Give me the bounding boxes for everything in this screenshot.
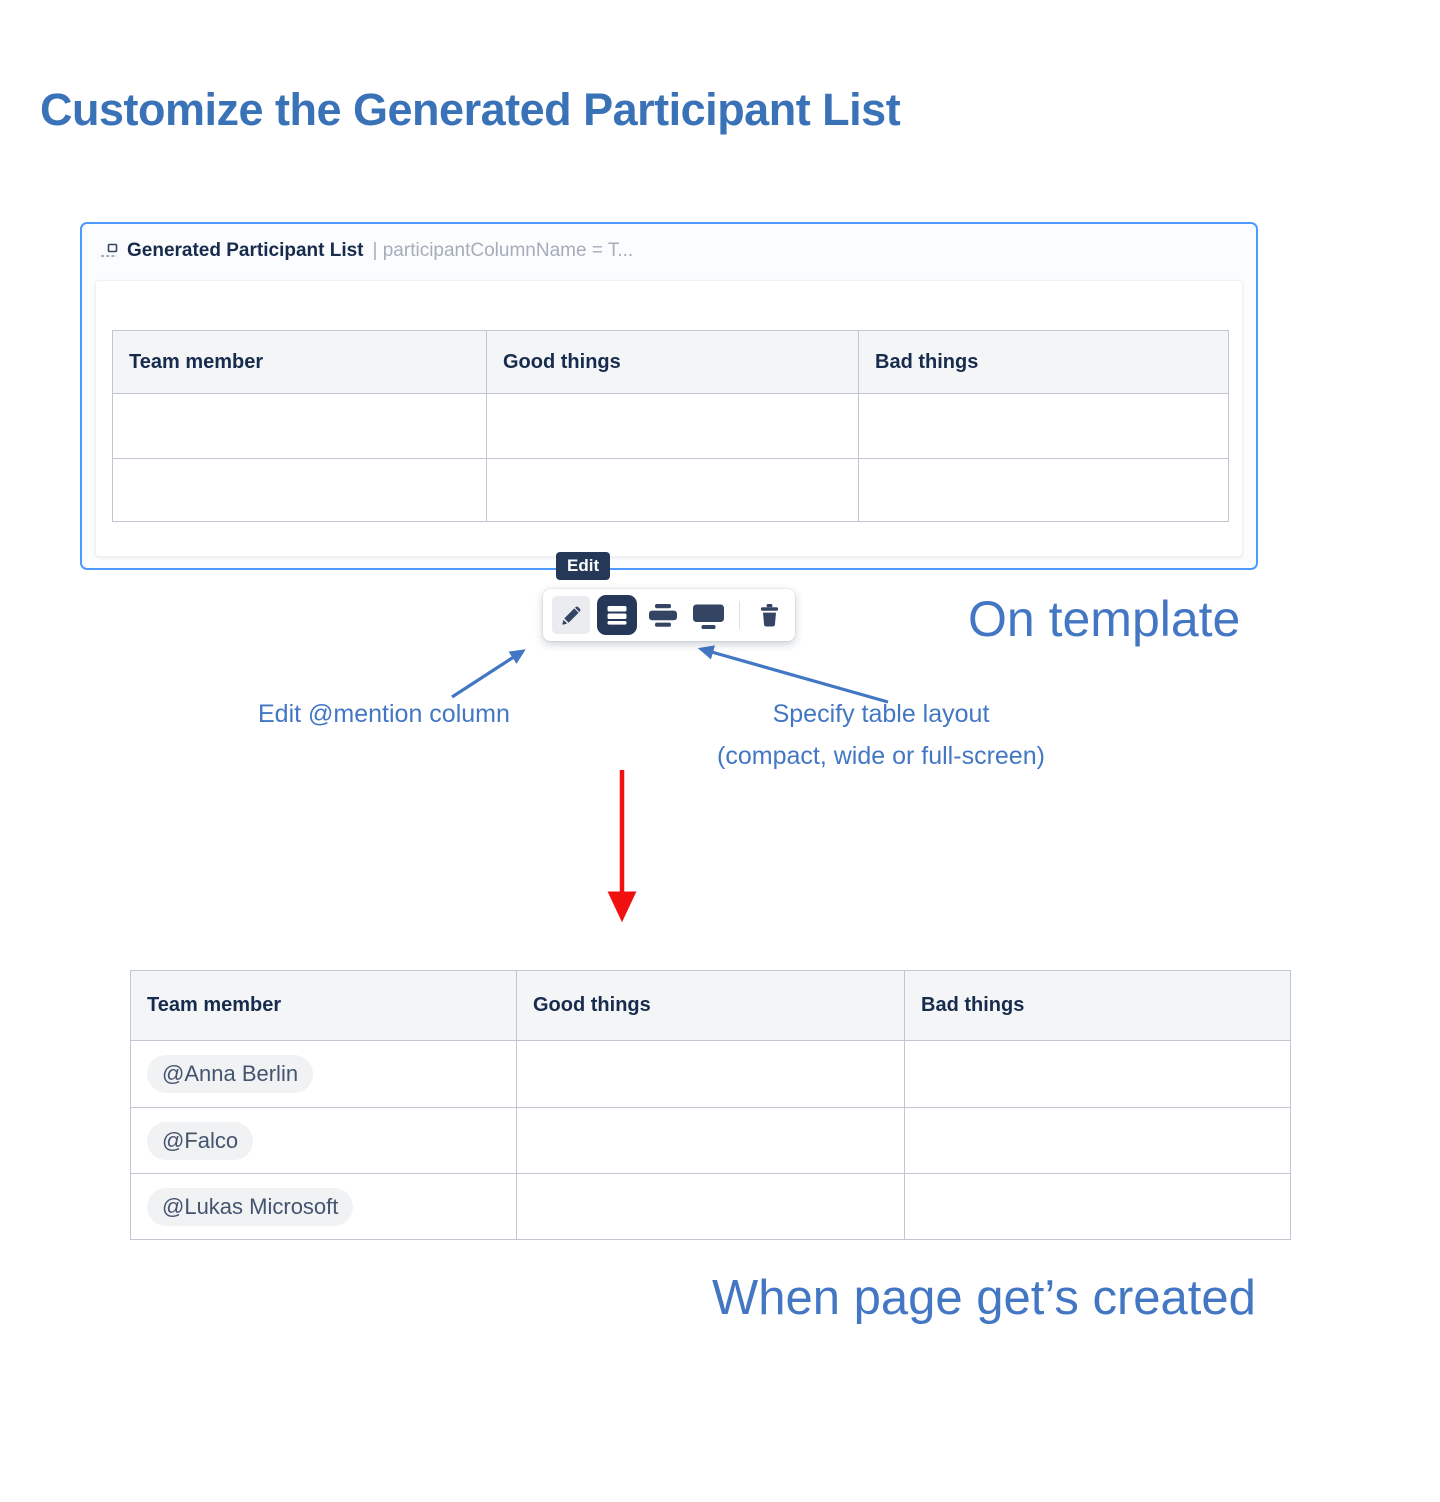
mention-pill[interactable]: @Falco [147, 1121, 254, 1160]
empty-cell [112, 458, 487, 522]
edit-mention-note: Edit @mention column [258, 700, 510, 728]
macro-body-panel: Team member Good things Bad things [95, 280, 1243, 557]
participant-list-macro[interactable]: Generated Participant List | participant… [80, 222, 1258, 570]
arrow-edit-mention [451, 649, 526, 699]
trash-icon [759, 603, 780, 627]
macro-name: Generated Participant List [127, 240, 364, 261]
empty-cell [858, 393, 1229, 459]
template-table-header-bad-things: Bad things [858, 330, 1229, 394]
generated-table-header-team-member: Team member [130, 970, 517, 1041]
empty-cell [486, 393, 859, 459]
mention-pill[interactable]: @Lukas Microsoft [147, 1187, 354, 1226]
empty-cell [858, 458, 1229, 522]
toolbar-divider [739, 601, 740, 629]
generated-table-row: @Falco [130, 1107, 1291, 1174]
edit-mention-column-button[interactable] [552, 596, 590, 634]
on-template-label: On template [968, 591, 1241, 647]
layout-compact-button[interactable] [597, 595, 637, 635]
empty-cell [904, 1173, 1291, 1240]
empty-cell [486, 458, 859, 522]
empty-cell [112, 393, 487, 459]
generated-table-row: @Lukas Microsoft [130, 1173, 1291, 1240]
wide-layout-icon [648, 602, 678, 629]
compact-layout-icon [604, 602, 630, 628]
mention-pill[interactable]: @Anna Berlin [147, 1055, 314, 1093]
empty-cell [516, 1173, 905, 1240]
specify-layout-note-line1: Specify table layout [772, 700, 990, 728]
when-page-created-label: When page get’s created [712, 1271, 1256, 1325]
template-table-header-team-member: Team member [112, 330, 487, 394]
generated-table-header-bad-things: Bad things [904, 970, 1291, 1041]
template-table-header-good-things: Good things [486, 330, 859, 394]
template-table-row [112, 393, 1229, 459]
arrow-specify-layout [697, 645, 889, 704]
generated-table-header-good-things: Good things [516, 970, 905, 1041]
empty-cell [516, 1040, 905, 1108]
layout-fullscreen-button[interactable] [689, 596, 727, 634]
empty-cell [516, 1107, 905, 1174]
empty-cell [904, 1107, 1291, 1174]
macro-toolbar [543, 589, 795, 641]
fullscreen-layout-icon [692, 602, 725, 629]
generated-table-row: @Anna Berlin [130, 1040, 1291, 1108]
specify-layout-note-line2: (compact, wide or full-screen) [717, 742, 1045, 770]
layout-wide-button[interactable] [644, 596, 682, 634]
template-table-row [112, 458, 1229, 522]
edit-tooltip: Edit [556, 552, 611, 580]
delete-macro-button[interactable] [752, 596, 786, 634]
macro-placeholder-icon [100, 243, 118, 259]
page-title: Customize the Generated Participant List [40, 84, 901, 135]
template-table: Team member Good things Bad things [112, 330, 1229, 522]
macro-params: | participantColumnName = T... [372, 240, 634, 261]
macro-header: Generated Participant List | participant… [100, 240, 633, 262]
generated-table: Team member Good things Bad things @Anna… [130, 970, 1291, 1240]
pencil-icon [560, 604, 583, 627]
empty-cell [904, 1040, 1291, 1108]
